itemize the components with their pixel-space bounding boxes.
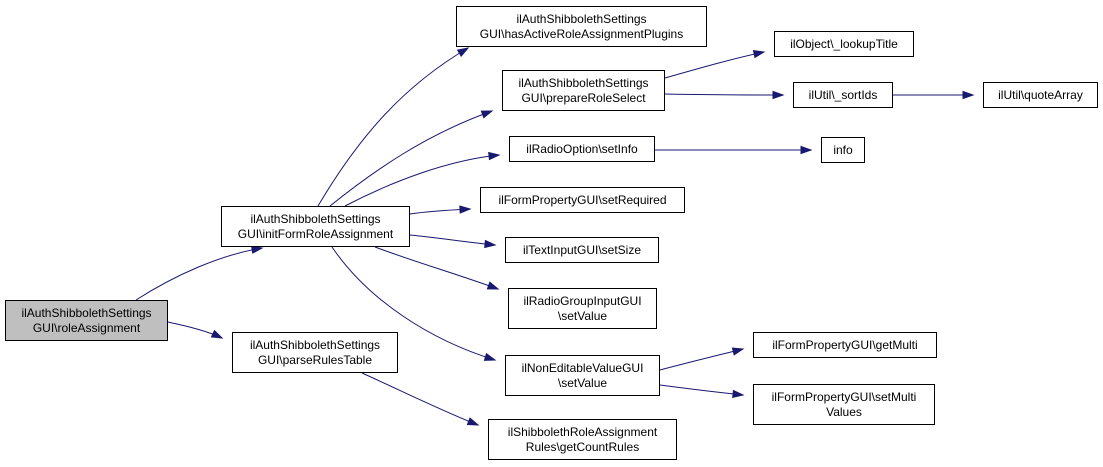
- node-parse-line-2: GUI\parseRulesTable: [257, 352, 373, 367]
- arrowhead-prepare-to-sortIds: [772, 90, 785, 100]
- node-radioSet-line-1: ilRadioGroupInputGUI: [523, 293, 642, 308]
- node-init-line-2: GUI\initFormRoleAssignment: [237, 226, 394, 241]
- node-root-line-1: ilAuthShibbolethSettings: [21, 305, 152, 320]
- node-lookup-line-1: ilObject\_lookupTitle: [790, 36, 898, 51]
- node-root-line-2: GUI\roleAssignment: [32, 320, 141, 335]
- node-setSize-line-1: ilTextInputGUI\setSize: [522, 242, 642, 257]
- node-non-editable-set-value[interactable]: ilNonEditableValueGUI \setValue: [505, 355, 660, 396]
- node-init-form-role-assignment[interactable]: ilAuthShibbolethSettings GUI\initFormRol…: [221, 206, 410, 247]
- edge-init-to-setInfo: [344, 154, 500, 207]
- arrowhead-prepare-to-lookup: [752, 50, 766, 59]
- node-lookup-title[interactable]: ilObject\_lookupTitle: [774, 31, 914, 57]
- node-hasActive-line-2: GUI\hasActiveRoleAssignmentPlugins: [479, 26, 684, 41]
- node-countRules-line-1: ilShibbolethRoleAssignment: [507, 424, 658, 439]
- node-hasActive-line-1: ilAuthShibbolethSettings: [516, 11, 647, 26]
- node-root: ilAuthShibbolethSettings GUI\roleAssignm…: [5, 300, 168, 341]
- arrowhead-init-to-setInfo: [488, 151, 501, 161]
- edge-init-to-nonEdit: [331, 246, 496, 361]
- arrowhead-init-to-setReq: [459, 205, 472, 214]
- edge-prepare-to-sortIds: [664, 93, 784, 96]
- arrowhead-root-to-parse: [210, 329, 224, 339]
- node-prepare-role-select[interactable]: ilAuthShibbolethSettings GUI\prepareRole…: [502, 70, 665, 111]
- node-prepare-line-1: ilAuthShibbolethSettings: [518, 75, 649, 90]
- node-nonEdit-line-2: \setValue: [557, 375, 608, 390]
- node-setReq-line-1: ilFormPropertyGUI\setRequired: [498, 192, 667, 207]
- node-getMulti-line-1: ilFormPropertyGUI\getMulti: [772, 337, 918, 352]
- edge-prepare-to-lookup: [664, 51, 765, 79]
- arrowhead-init-to-radioSet: [486, 281, 500, 290]
- node-parse-line-1: ilAuthShibbolethSettings: [249, 337, 381, 352]
- node-prepare-line-2: GUI\prepareRoleSelect: [521, 90, 646, 105]
- node-init-line-1: ilAuthShibbolethSettings: [250, 211, 381, 226]
- edge-nonEdit-to-setMulti: [659, 384, 744, 396]
- node-radioSet-line-2: \setValue: [557, 308, 608, 323]
- arrowhead-init-to-setSize: [484, 239, 497, 249]
- node-quote-line-1: ilUtil\quoteArray: [998, 87, 1083, 102]
- edge-init-to-hasActive: [317, 47, 469, 207]
- node-form-property-set-required[interactable]: ilFormPropertyGUI\setRequired: [480, 187, 685, 213]
- node-nonEdit-line-1: ilNonEditableValueGUI: [521, 360, 644, 375]
- node-has-active-role-assignment-plugins[interactable]: ilAuthShibbolethSettings GUI\hasActiveRo…: [456, 6, 707, 47]
- node-sortIds-line-1: ilUtil\_sortIds: [808, 87, 878, 102]
- node-info[interactable]: info: [821, 137, 865, 163]
- node-setInfo-line-1: ilRadioOption\setInfo: [526, 141, 638, 156]
- edge-init-to-radioSet: [374, 246, 499, 290]
- node-quote-array[interactable]: ilUtil\quoteArray: [983, 82, 1098, 108]
- node-set-multi-values[interactable]: ilFormPropertyGUI\setMulti Values: [753, 384, 935, 425]
- node-parse-rules-table[interactable]: ilAuthShibbolethSettings GUI\parseRulesT…: [232, 332, 398, 373]
- arrowhead-nonEdit-to-setMulti: [732, 389, 745, 399]
- node-countRules-line-2: Rules\getCountRules: [525, 439, 640, 454]
- node-setMulti-line-1: ilFormPropertyGUI\setMulti: [771, 389, 917, 404]
- arrowhead-setInfo-to-info: [800, 145, 813, 155]
- node-info-line-1: info: [833, 142, 853, 157]
- arrowhead-sortIds-to-quote: [962, 90, 975, 100]
- edge-init-to-prepare: [329, 110, 493, 207]
- node-radio-group-set-value[interactable]: ilRadioGroupInputGUI \setValue: [508, 288, 657, 329]
- node-sort-ids[interactable]: ilUtil\_sortIds: [793, 82, 893, 108]
- arrowhead-init-to-prepare: [480, 110, 494, 119]
- node-setMulti-line-2: Values: [826, 404, 862, 419]
- arrowhead-root-to-init: [250, 245, 264, 254]
- edge-init-to-setSize: [409, 234, 496, 246]
- node-radio-option-set-info[interactable]: ilRadioOption\setInfo: [509, 136, 655, 162]
- edge-root-to-init: [135, 247, 263, 301]
- arrowhead-init-to-nonEdit: [483, 352, 497, 361]
- edge-nonEdit-to-getMulti: [659, 348, 744, 371]
- arrowhead-parse-to-countRules: [466, 417, 480, 426]
- arrowhead-init-to-hasActive: [456, 47, 470, 57]
- node-get-count-rules[interactable]: ilShibbolethRoleAssignment Rules\getCoun…: [488, 419, 677, 460]
- edge-parse-to-countRules: [361, 372, 479, 426]
- node-get-multi[interactable]: ilFormPropertyGUI\getMulti: [753, 332, 937, 358]
- arrowhead-nonEdit-to-getMulti: [731, 347, 745, 356]
- node-text-input-set-size[interactable]: ilTextInputGUI\setSize: [505, 237, 659, 263]
